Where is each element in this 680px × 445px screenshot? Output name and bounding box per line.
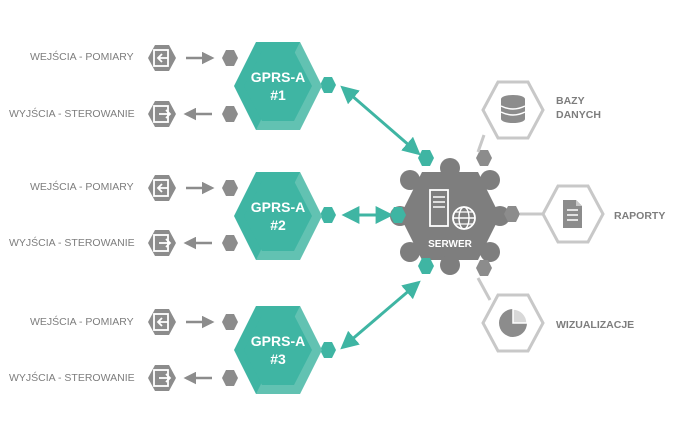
input-label: WEJŚCIA - POMIARY bbox=[30, 180, 134, 193]
port-node bbox=[222, 370, 238, 386]
device-title: GPRS-A bbox=[251, 199, 305, 215]
output-label: WYJŚCIA - STEROWANIE bbox=[9, 236, 135, 249]
port-node-teal bbox=[320, 207, 336, 223]
server-tower-icon bbox=[429, 189, 449, 227]
device-title: GPRS-A bbox=[251, 333, 305, 349]
output-icon bbox=[148, 101, 176, 127]
document-icon bbox=[563, 200, 582, 228]
device-group-1: WEJŚCIA - POMIARY WYJŚCIA - STEROWANIE G… bbox=[9, 42, 336, 130]
output-label: WYJŚCIA - STEROWANIE bbox=[9, 371, 135, 384]
device-group-3: WEJŚCIA - POMIARY WYJŚCIA - STEROWANIE G… bbox=[9, 306, 336, 394]
output-visualizations: WIZUALIZACJE bbox=[476, 277, 634, 353]
port-node bbox=[222, 314, 238, 330]
globe-icon bbox=[452, 206, 476, 230]
input-label: WEJŚCIA - POMIARY bbox=[30, 315, 134, 328]
link-device-1-server bbox=[340, 85, 421, 156]
port-node bbox=[222, 50, 238, 66]
output-label: WIZUALIZACJE bbox=[556, 319, 634, 331]
output-reports: RAPORTY bbox=[520, 184, 665, 244]
port-node bbox=[222, 235, 238, 251]
server-port bbox=[476, 150, 492, 166]
gprs-device-node: GPRS-A #1 bbox=[234, 42, 322, 130]
output-icon bbox=[148, 230, 176, 256]
server-port-teal bbox=[390, 207, 406, 223]
output-label: RAPORTY bbox=[614, 210, 665, 222]
input-label: WEJŚCIA - POMIARY bbox=[30, 50, 134, 63]
server-port bbox=[504, 206, 520, 222]
device-number: #1 bbox=[270, 87, 286, 103]
server-port-teal bbox=[418, 150, 434, 166]
device-title: GPRS-A bbox=[251, 69, 305, 85]
gprs-device-node: GPRS-A #3 bbox=[234, 306, 322, 394]
input-icon bbox=[148, 309, 176, 335]
port-node bbox=[222, 106, 238, 122]
output-label: WYJŚCIA - STEROWANIE bbox=[9, 107, 135, 120]
device-number: #2 bbox=[270, 217, 286, 233]
database-icon bbox=[500, 95, 526, 123]
input-icon bbox=[148, 45, 176, 71]
port-node-teal bbox=[320, 77, 336, 93]
port-node bbox=[222, 180, 238, 196]
link-device-3-server bbox=[340, 280, 421, 350]
port-node-teal bbox=[320, 342, 336, 358]
output-icon bbox=[148, 365, 176, 391]
server-node: SERWER bbox=[390, 158, 510, 275]
device-group-2: WEJŚCIA - POMIARY WYJŚCIA - STEROWANIE G… bbox=[9, 172, 336, 260]
device-number: #3 bbox=[270, 351, 286, 367]
gprs-device-node: GPRS-A #2 bbox=[234, 172, 322, 260]
output-label: DANYCH bbox=[556, 109, 601, 121]
pie-chart-icon bbox=[499, 308, 528, 337]
server-port bbox=[476, 260, 492, 276]
server-port-teal bbox=[418, 258, 434, 274]
server-label: SERWER bbox=[428, 239, 472, 250]
input-icon bbox=[148, 175, 176, 201]
output-databases: BAZY DANYCH bbox=[476, 80, 601, 153]
output-label: BAZY bbox=[556, 95, 585, 107]
